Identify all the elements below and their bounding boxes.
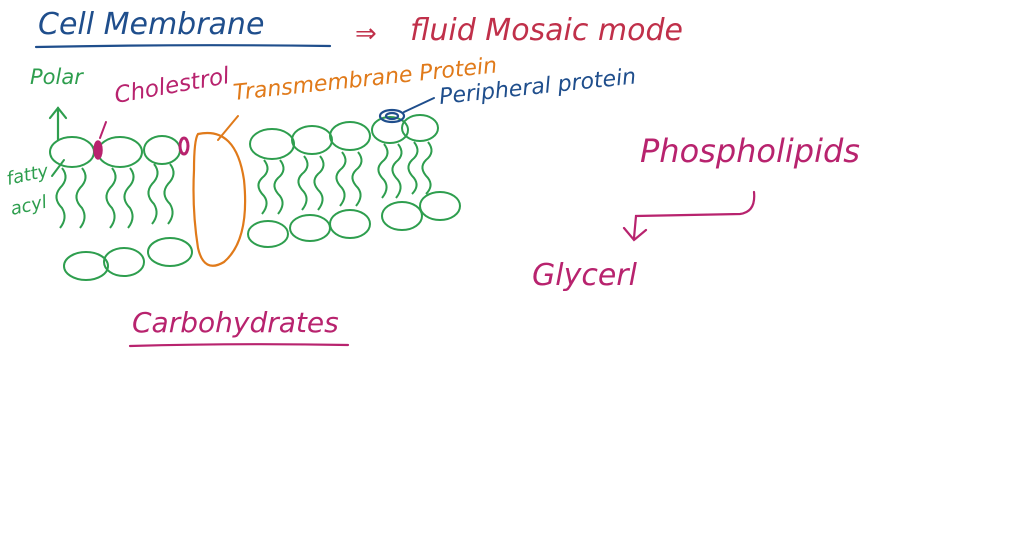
implies-symbol: ⇒ <box>355 19 377 49</box>
phospholipids-text: Phospholipids <box>640 132 860 170</box>
phospholipid-head <box>381 201 423 231</box>
title-underline <box>34 44 332 49</box>
phospholipid-head <box>147 237 193 267</box>
carbohydrates-underline <box>128 343 350 348</box>
cholesterol-marker-icon <box>178 136 190 156</box>
transmembrane-protein-shape <box>192 131 247 267</box>
phospholipid-head <box>329 121 371 151</box>
fluid-mosaic-text: fluid Mosaic mode <box>410 13 683 48</box>
fatty-acyl-pointer <box>51 159 65 177</box>
phospholipid-head <box>419 191 461 221</box>
glycerol-text: Glycerl <box>532 258 638 293</box>
down-arrow-icon <box>622 190 756 242</box>
phospholipid-head <box>247 220 289 248</box>
phospholipid-head <box>371 116 409 144</box>
phospholipid-head <box>401 114 439 142</box>
phospholipid-head <box>63 251 109 281</box>
up-arrow-icon <box>48 106 68 142</box>
phospholipid-head <box>103 247 145 277</box>
phospholipid-head <box>329 209 371 239</box>
title-text: Cell Membrane <box>38 7 264 42</box>
peripheral-protein-icon <box>378 108 406 124</box>
cholestrol-pointer <box>99 121 107 139</box>
peripheral-pointer <box>403 97 435 113</box>
lipid-bilayer <box>49 114 461 281</box>
carbohydrates-text: Carbohydrates <box>132 306 339 339</box>
phospholipid-head <box>291 125 333 155</box>
cholesterol-marker-icon <box>93 140 103 160</box>
polar-label: Polar <box>30 65 84 89</box>
phospholipid-head <box>249 128 295 160</box>
